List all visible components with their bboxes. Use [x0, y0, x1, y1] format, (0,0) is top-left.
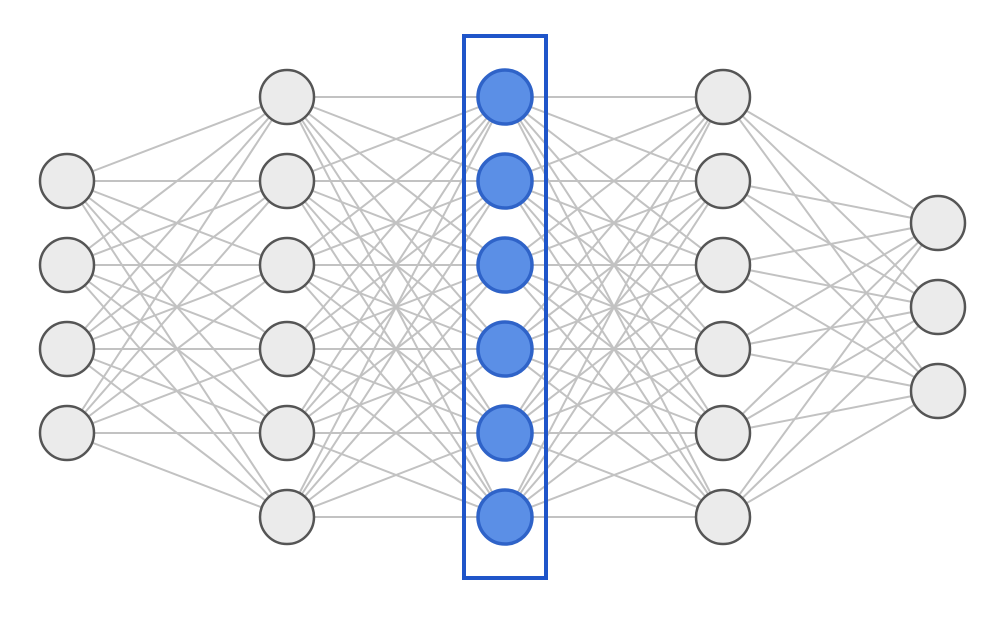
neuron — [909, 194, 967, 252]
connection-line — [286, 96, 506, 266]
connection-line — [504, 96, 724, 182]
neuron — [38, 236, 96, 294]
neuron — [258, 488, 316, 546]
connection-line — [722, 96, 939, 224]
connection-line — [66, 96, 288, 350]
connection-line — [722, 390, 939, 518]
connection-line — [66, 96, 288, 434]
connection-line — [66, 264, 288, 434]
neuron — [258, 152, 316, 210]
neuron — [258, 68, 316, 126]
highlighted-neuron — [476, 488, 534, 546]
highlighted-layer-box — [462, 34, 548, 580]
connection-line — [286, 96, 506, 518]
highlighted-neuron — [476, 68, 534, 126]
neuron — [38, 404, 96, 462]
connection-line — [504, 96, 724, 266]
connection-line — [722, 222, 939, 518]
highlight-group — [462, 34, 548, 580]
connection-line — [722, 222, 939, 350]
connection-line — [504, 348, 724, 518]
connection-line — [504, 96, 724, 518]
neuron — [258, 320, 316, 378]
connection-line — [722, 306, 939, 518]
connection-line — [66, 96, 288, 266]
neuron — [38, 152, 96, 210]
connection-line — [66, 432, 288, 518]
connection-line — [504, 180, 724, 518]
neuron — [694, 404, 752, 462]
highlighted-neuron — [476, 320, 534, 378]
connection-line — [722, 180, 939, 224]
neuron — [38, 320, 96, 378]
connection-line — [286, 96, 506, 182]
neuron — [694, 236, 752, 294]
connections-group — [66, 96, 939, 518]
neuron — [694, 68, 752, 126]
connection-line — [66, 180, 288, 434]
highlighted-neuron — [476, 404, 534, 462]
connection-line — [722, 222, 939, 434]
neuron — [694, 152, 752, 210]
neuron — [909, 362, 967, 420]
connection-line — [286, 432, 506, 518]
connection-line — [286, 96, 506, 434]
connection-line — [722, 222, 939, 266]
connection-line — [504, 432, 724, 518]
neuron — [258, 236, 316, 294]
connection-line — [66, 96, 288, 182]
connection-line — [286, 348, 506, 518]
neurons-group — [38, 68, 967, 546]
connection-line — [504, 96, 724, 350]
highlighted-neuron — [476, 152, 534, 210]
neuron — [694, 488, 752, 546]
connection-line — [286, 180, 506, 518]
connection-line — [504, 264, 724, 518]
connection-line — [504, 96, 724, 434]
connection-line — [286, 264, 506, 518]
highlighted-neuron — [476, 236, 534, 294]
connection-line — [66, 348, 288, 434]
neuron — [909, 278, 967, 336]
neuron — [694, 320, 752, 378]
neuron — [258, 404, 316, 462]
connection-line — [286, 96, 506, 350]
